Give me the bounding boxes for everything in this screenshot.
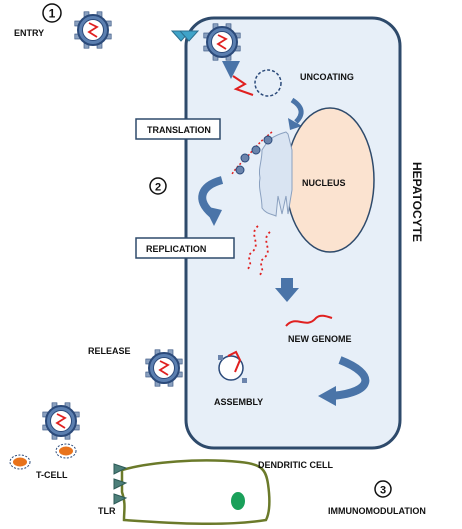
- virus-genome: [87, 22, 99, 38]
- entry-receptor: [170, 30, 200, 42]
- new-genome-label: NEW GENOME: [288, 334, 352, 344]
- uncoated-genome: [232, 75, 254, 96]
- assembly-arrowhead: [318, 386, 336, 406]
- uncoating-capsid: [254, 69, 282, 97]
- virus-genome: [216, 34, 228, 50]
- virus-entering: [203, 23, 241, 61]
- dendritic-nucleus: [231, 492, 245, 510]
- t-cell-2: [55, 443, 77, 459]
- assembly-genome: [227, 350, 242, 373]
- virus-genome: [158, 360, 170, 376]
- dendritic-cell-label: DENDRITIC CELL: [258, 460, 333, 470]
- step-2-number: 2: [155, 182, 161, 194]
- step-1-marker: [42, 3, 62, 23]
- step-3-number: 3: [380, 485, 386, 497]
- hepatocyte-label: HEPATOCYTE: [410, 162, 424, 242]
- virus-release: [145, 349, 183, 387]
- translation-box: [135, 118, 221, 140]
- replication-label: REPLICATION: [146, 244, 206, 254]
- immunomodulation-label: IMMUNOMODULATION: [328, 506, 426, 516]
- translation-label: TRANSLATION: [147, 125, 211, 135]
- step-2-marker: [149, 177, 167, 195]
- assembly-arrow: [331, 356, 370, 400]
- virus-entry: [74, 11, 112, 49]
- assembly-protein-1: [218, 355, 223, 360]
- replication-down-arrow: [275, 278, 299, 302]
- t-cell-label: T-CELL: [36, 470, 68, 480]
- dendritic-cell: [120, 459, 271, 526]
- assembly-capsid: [218, 355, 244, 381]
- release-label: RELEASE: [88, 346, 131, 356]
- uncoating-arrowhead: [288, 118, 302, 130]
- nucleus-label: NUCLEUS: [302, 178, 346, 188]
- entry-label: ENTRY: [14, 28, 44, 38]
- uncoating-arrow: [290, 97, 304, 124]
- uncoating-label: UNCOATING: [300, 72, 354, 82]
- virus-extracellular: [42, 402, 80, 440]
- new-genome: [285, 314, 333, 327]
- t-cell-1: [9, 454, 31, 470]
- tlr-receptors: [113, 463, 128, 505]
- assembly-protein-2: [242, 378, 247, 383]
- endoplasmic-reticulum: [258, 131, 293, 217]
- step-1-number: 1: [49, 7, 56, 21]
- tlr-label: TLR: [98, 506, 116, 516]
- virus-genome: [55, 413, 67, 429]
- assembly-label: ASSEMBLY: [214, 397, 263, 407]
- replication-box: [135, 237, 235, 259]
- step-3-marker: [374, 480, 392, 498]
- ribosomes: [235, 135, 273, 175]
- translation-to-replication-arrowhead: [204, 206, 222, 226]
